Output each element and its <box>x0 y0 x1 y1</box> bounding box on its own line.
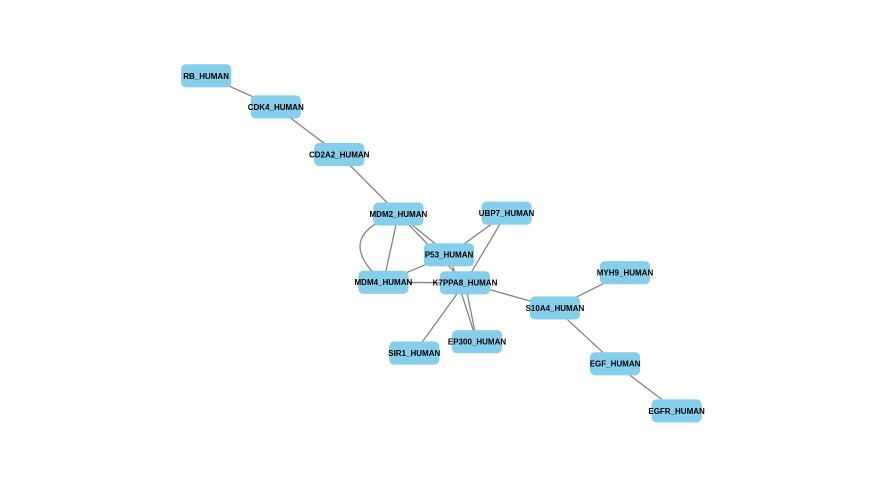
svg-text:EGF_HUMAN: EGF_HUMAN <box>590 360 641 369</box>
svg-text:P53_HUMAN: P53_HUMAN <box>425 251 474 260</box>
svg-text:EGFR_HUMAN: EGFR_HUMAN <box>648 407 705 416</box>
svg-text:CD2A2_HUMAN: CD2A2_HUMAN <box>309 150 370 159</box>
svg-text:MYH9_HUMAN: MYH9_HUMAN <box>597 269 654 278</box>
svg-text:MDM2_HUMAN: MDM2_HUMAN <box>370 210 428 219</box>
svg-text:MDM4_HUMAN: MDM4_HUMAN <box>355 278 413 287</box>
svg-text:K7PPA8_HUMAN: K7PPA8_HUMAN <box>433 279 498 288</box>
svg-text:S10A4_HUMAN: S10A4_HUMAN <box>526 304 585 313</box>
svg-text:CDK4_HUMAN: CDK4_HUMAN <box>248 103 304 112</box>
svg-text:EP300_HUMAN: EP300_HUMAN <box>448 338 506 347</box>
svg-text:RB_HUMAN: RB_HUMAN <box>183 72 229 81</box>
svg-text:UBP7_HUMAN: UBP7_HUMAN <box>479 209 535 218</box>
svg-text:SIR1_HUMAN: SIR1_HUMAN <box>388 349 440 358</box>
